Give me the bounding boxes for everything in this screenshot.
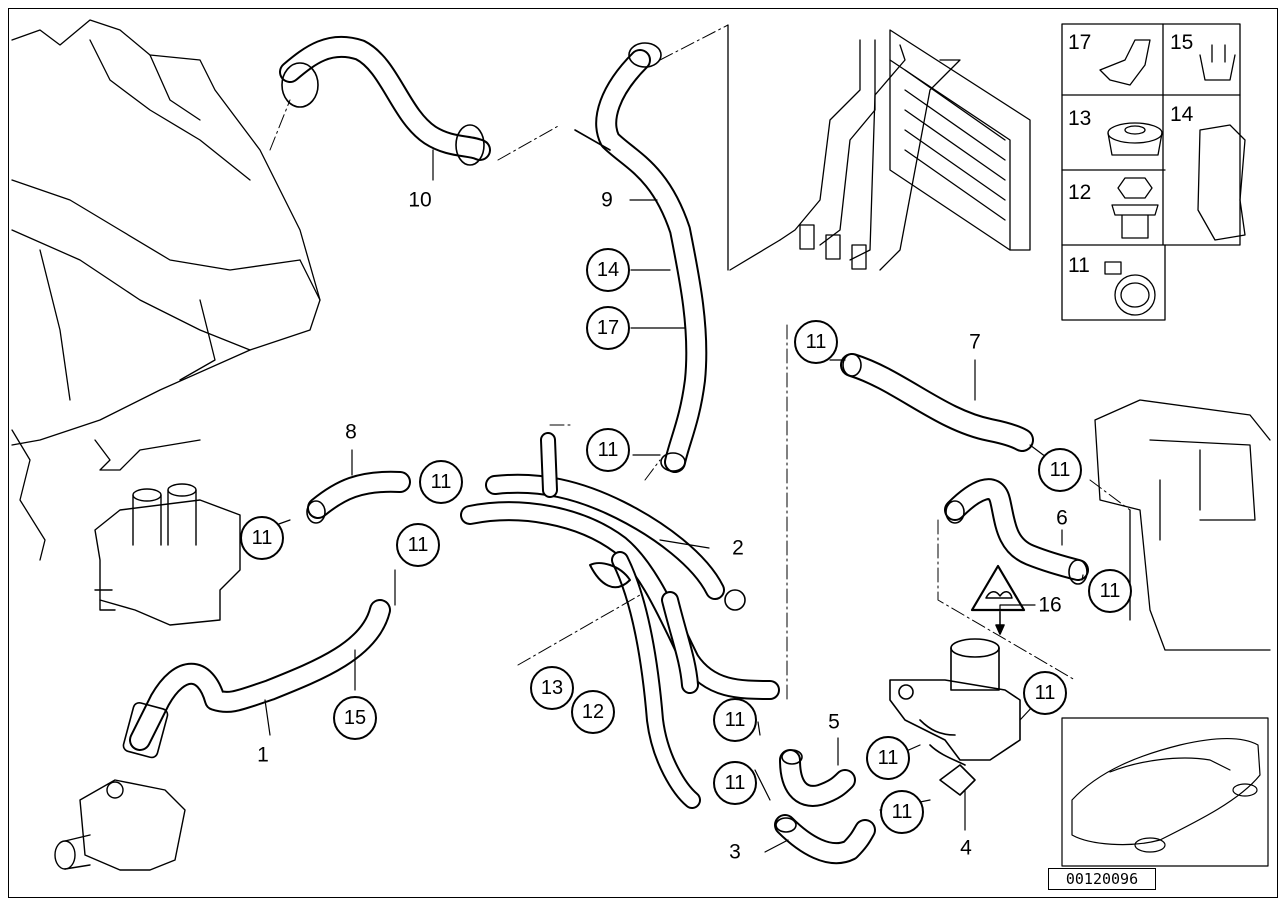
- circled-callout-11: 11: [880, 790, 924, 834]
- hose-3: [774, 814, 876, 865]
- circled-callout-15: 15: [333, 696, 377, 740]
- car-thumbnail-box: [1061, 717, 1269, 867]
- reference-lines: [269, 24, 1131, 701]
- hose-8: [306, 470, 411, 524]
- nut-12-icon: [1117, 177, 1153, 199]
- legend-label-11: 11: [1068, 254, 1090, 277]
- callout-9: 9: [601, 188, 613, 212]
- circled-callout-11: 11: [419, 460, 463, 504]
- circled-callout-11: 11: [1088, 569, 1132, 613]
- hose-10: [279, 35, 491, 166]
- legend-label-14: 14: [1170, 103, 1194, 126]
- circled-callout-11: 11: [866, 736, 910, 780]
- circled-callout-12: 12: [571, 690, 615, 734]
- water-pump: [54, 779, 186, 871]
- hose-5: [779, 749, 856, 807]
- reference-code: 00120096: [1048, 868, 1156, 890]
- circled-callout-11: 11: [794, 320, 838, 364]
- engine-right-drawing: [1094, 399, 1271, 651]
- engine-block-drawing: [11, 19, 321, 561]
- callout-2: 2: [732, 536, 744, 560]
- callout-6: 6: [1056, 506, 1068, 530]
- pipe-3-branch: [589, 551, 701, 809]
- legend-label-12: 12: [1068, 181, 1092, 204]
- circled-callout-11: 11: [586, 428, 630, 472]
- hose-7: [840, 353, 1034, 452]
- hose-9: [574, 42, 708, 473]
- callout-10: 10: [408, 188, 432, 212]
- bracket-14-icon: [1197, 124, 1246, 241]
- callout-4: 4: [960, 836, 972, 860]
- circled-callout-17: 17: [586, 306, 630, 350]
- circled-callout-11: 11: [713, 698, 757, 742]
- diagram-border: [8, 8, 1278, 898]
- warning-triangle-icon: [970, 564, 1026, 612]
- legend-label-13: 13: [1068, 107, 1092, 130]
- callout-16: 16: [1038, 593, 1062, 617]
- heater-core-drawing: [727, 24, 1031, 271]
- callout-5: 5: [828, 710, 840, 734]
- circled-callout-13: 13: [530, 666, 574, 710]
- circled-callout-11: 11: [396, 523, 440, 567]
- clip-15-icon: [1199, 44, 1236, 81]
- clip-17-icon: [1099, 39, 1151, 86]
- legend-grid: [1061, 23, 1241, 321]
- circled-callout-11: 11: [1023, 671, 1067, 715]
- circled-callout-14: 14: [586, 248, 630, 292]
- hose-15: [122, 599, 391, 759]
- circled-callout-11: 11: [713, 761, 757, 805]
- hose-6: [944, 478, 1089, 585]
- callout-3: 3: [729, 840, 741, 864]
- callout-8: 8: [345, 420, 357, 444]
- legend-label-17: 17: [1068, 31, 1092, 54]
- pipe-2: [460, 432, 780, 700]
- water-valve-4: [889, 638, 1021, 796]
- circled-callout-11: 11: [1038, 448, 1082, 492]
- legend-icons: [1099, 39, 1246, 316]
- hose-clamp-11-icon: [1114, 274, 1156, 316]
- callout-1: 1: [257, 743, 269, 767]
- legend-label-15: 15: [1170, 31, 1194, 54]
- valve-block-left: [94, 483, 241, 626]
- circled-callout-11: 11: [240, 516, 284, 560]
- callout-7: 7: [969, 330, 981, 354]
